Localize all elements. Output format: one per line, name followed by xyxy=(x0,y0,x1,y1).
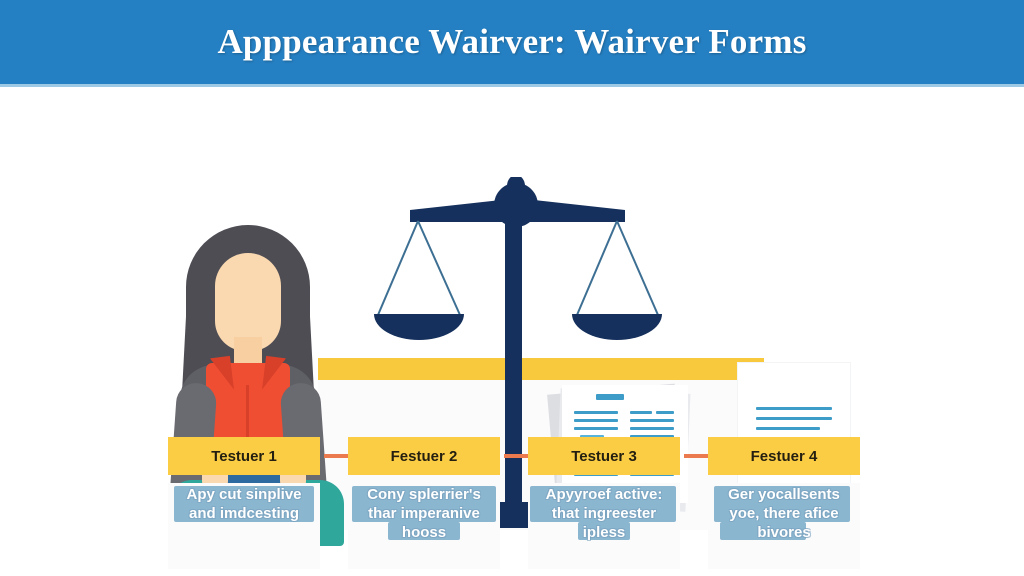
caption-highlight xyxy=(388,522,460,540)
arrow-shaft xyxy=(504,454,534,458)
doc-line xyxy=(630,419,674,422)
caption-line: bivores xyxy=(757,524,811,541)
caption-line: ipless xyxy=(582,524,626,541)
caption-line: hooss xyxy=(401,524,447,541)
step-2-label: Festuer 2 xyxy=(390,447,458,465)
caption-highlight xyxy=(578,522,630,540)
doc-line xyxy=(630,427,674,430)
step-1-caption-panel: Apy cut sinplive and imdcesting xyxy=(168,483,320,569)
page-title: Apppearance Wairver: Wairver Forms xyxy=(217,22,807,61)
caption-highlight xyxy=(714,486,850,522)
step-2-box[interactable]: Festuer 2 xyxy=(348,437,500,475)
caption-line: Cony splerrier's xyxy=(367,486,481,503)
collar-left xyxy=(210,355,234,393)
step-4-box[interactable]: Festuer 4 xyxy=(708,437,860,475)
doc-line xyxy=(756,427,820,430)
caption-highlight xyxy=(530,486,676,522)
header-bar: Apppearance Wairver: Wairver Forms xyxy=(0,0,1024,84)
caption-line: Apy cut sinplive xyxy=(186,486,302,503)
doc-line xyxy=(656,411,674,414)
caption-line: and imdcesting xyxy=(188,505,300,522)
caption-line: Apyyroef active: xyxy=(545,486,663,503)
collar-right xyxy=(262,355,286,393)
step-1-caption: Apy cut sinplive and imdcesting xyxy=(168,485,320,523)
step-4-caption-panel: Ger yocallsents yoe, there afice bivores xyxy=(708,483,860,569)
doc-heading-line xyxy=(596,394,624,400)
step-1-box[interactable]: Testuer 1 xyxy=(168,437,320,475)
caption-highlight xyxy=(352,486,496,522)
step-4[interactable]: Festuer 4 Ger yocallsents yoe, there afi… xyxy=(708,437,860,569)
doc-line xyxy=(574,411,618,414)
caption-highlight xyxy=(720,522,806,540)
doc-line xyxy=(580,435,604,438)
doc-line xyxy=(574,427,618,430)
step-4-caption: Ger yocallsents yoe, there afice bivores xyxy=(708,485,860,542)
step-4-label: Festuer 4 xyxy=(750,447,818,465)
step-2[interactable]: Festuer 2 Cony splerrier's thar imperani… xyxy=(348,437,500,569)
step-3-caption: Apyyroef active: that ingreester ipless xyxy=(528,485,680,542)
doc-line xyxy=(630,435,674,438)
caption-highlight xyxy=(174,486,314,522)
header-underline xyxy=(0,84,1024,87)
face xyxy=(215,253,281,351)
doc-line xyxy=(756,417,832,420)
step-2-caption-panel: Cony splerrier's thar imperanive hooss xyxy=(348,483,500,569)
arrow-shaft xyxy=(684,454,714,458)
doc-line xyxy=(630,411,652,414)
step-3-caption-panel: Apyyroef active: that ingreester ipless xyxy=(528,483,680,569)
scales-of-justice-icon xyxy=(350,175,690,532)
caption-line: yoe, there afice xyxy=(729,505,839,522)
step-3-box[interactable]: Testuer 3 xyxy=(528,437,680,475)
yellow-desk-band-extension xyxy=(738,358,764,363)
step-2-caption: Cony splerrier's thar imperanive hooss xyxy=(348,485,500,542)
doc-line xyxy=(574,419,618,422)
step-3[interactable]: Testuer 3 Apyyroef active: that ingreest… xyxy=(528,437,680,569)
process-steps: Testuer 1 Apy cut sinplive and imdcestin… xyxy=(0,437,1024,576)
arrow-shaft xyxy=(324,454,354,458)
step-1[interactable]: Testuer 1 Apy cut sinplive and imdcestin… xyxy=(168,437,320,569)
yellow-desk-band xyxy=(318,358,738,380)
doc-line xyxy=(756,407,832,410)
caption-line: Ger yocallsents xyxy=(728,486,840,503)
step-1-label: Testuer 1 xyxy=(211,447,277,465)
step-3-label: Testuer 3 xyxy=(571,447,637,465)
caption-line: thar imperanive xyxy=(368,505,480,522)
caption-line: that ingreester xyxy=(551,505,657,522)
